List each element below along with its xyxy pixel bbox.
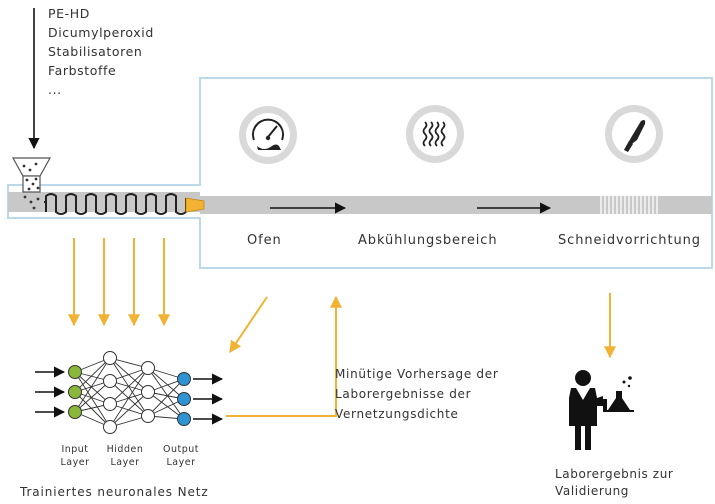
ingredient-item: Stabilisatoren bbox=[48, 44, 143, 59]
knife-icon bbox=[605, 105, 663, 163]
nn-output-nodes bbox=[177, 372, 191, 426]
nn-output-arrows bbox=[193, 373, 224, 425]
extruder-screw bbox=[44, 193, 187, 215]
ingredient-item: ... bbox=[48, 82, 62, 97]
die-nozzle bbox=[185, 197, 205, 213]
extrudate-tube bbox=[200, 196, 712, 214]
prediction-text: Minütige Vorhersage der Laborergebnisse … bbox=[335, 367, 499, 421]
ingredient-item: PE-HD bbox=[48, 6, 90, 21]
nn-hidden-nodes bbox=[103, 351, 155, 434]
ingredient-item: Farbstoffe bbox=[48, 63, 117, 78]
output-layer-label: Output Layer bbox=[163, 444, 199, 468]
gauge-icon bbox=[239, 106, 297, 164]
nn-input-nodes bbox=[68, 365, 82, 419]
heat-waves-icon bbox=[406, 105, 464, 163]
nn-input-arrows bbox=[35, 366, 66, 418]
nn-connections bbox=[74, 357, 185, 428]
lab-result-text: Laborergebnis zur Validierung bbox=[555, 467, 674, 498]
process-frame bbox=[7, 77, 713, 269]
neural-network bbox=[35, 351, 224, 434]
scientist-icon bbox=[569, 370, 634, 450]
neural-network-title: Trainiertes neuronales Netz bbox=[20, 485, 209, 499]
ingredient-item: Dicumylperoxid bbox=[48, 25, 154, 40]
stage-label-oven: Ofen bbox=[247, 233, 282, 248]
stage-label-cooling: Abkühlungsbereich bbox=[358, 233, 498, 248]
prediction-feedback-arrow bbox=[226, 295, 342, 417]
stage-label-cutting: Schneidvorrichtung bbox=[558, 233, 701, 248]
ingredient-list: PE-HD Dicumylperoxid Stabilisatoren Farb… bbox=[48, 4, 154, 99]
oven-data-arrow bbox=[229, 296, 268, 353]
cut-segments bbox=[600, 196, 658, 214]
hopper bbox=[11, 157, 52, 210]
input-layer-label: Input Layer bbox=[60, 444, 90, 468]
hidden-layer-label: Hidden Layer bbox=[106, 444, 144, 468]
data-arrows bbox=[68, 238, 170, 327]
